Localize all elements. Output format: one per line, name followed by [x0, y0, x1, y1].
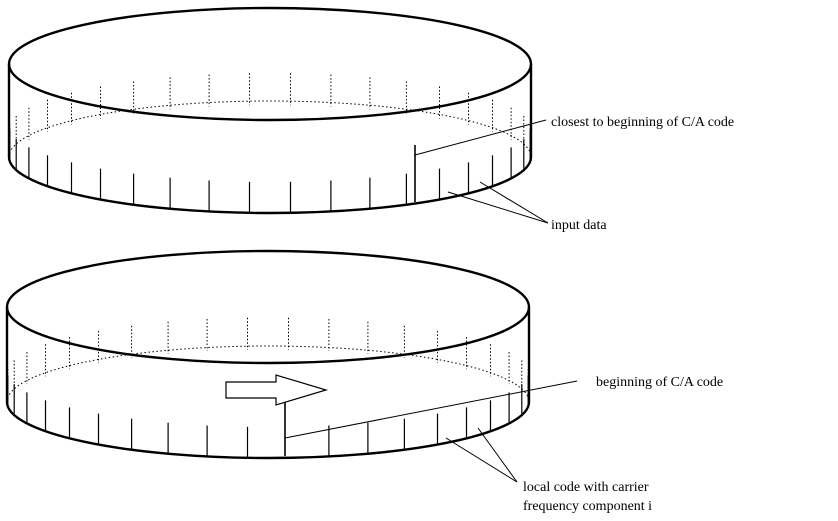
- bottom-cylinder: [5, 249, 531, 460]
- beginning-label: beginning of C/A code: [596, 375, 723, 390]
- input-callout-line-2: [479, 181, 549, 224]
- input-data-label: input data: [551, 218, 607, 233]
- beginning-callout-line: [284, 380, 578, 439]
- top-cylinder: [7, 6, 533, 215]
- right-arrow-icon: [225, 374, 329, 406]
- top-cylinder-bottom-front-arc: [7, 156, 533, 215]
- local-callout-line-1: [445, 437, 518, 483]
- local-callout-line-2: [477, 427, 518, 483]
- closest-label: closest to beginning of C/A code: [551, 115, 734, 130]
- bottom-cylinder-bottom-front-arc: [5, 401, 531, 460]
- top-cylinder-front-ticks: [9, 130, 531, 213]
- input-callout-line-1: [447, 191, 549, 224]
- top-cylinder-top-ellipse: [7, 6, 533, 122]
- local-code-label-line-1: local code with carrier: [523, 480, 649, 495]
- bottom-cylinder-top-ellipse: [5, 249, 531, 365]
- bottom-cylinder-front-ticks: [7, 375, 529, 458]
- bottom-cylinder-bottom-back-arc: [6, 345, 530, 403]
- closest-callout-line: [414, 119, 547, 156]
- local-code-label-line-2: frequency component i: [523, 499, 652, 514]
- top-cylinder-back-ticks: [9, 73, 531, 157]
- top-cylinder-bottom-back-arc: [8, 100, 532, 158]
